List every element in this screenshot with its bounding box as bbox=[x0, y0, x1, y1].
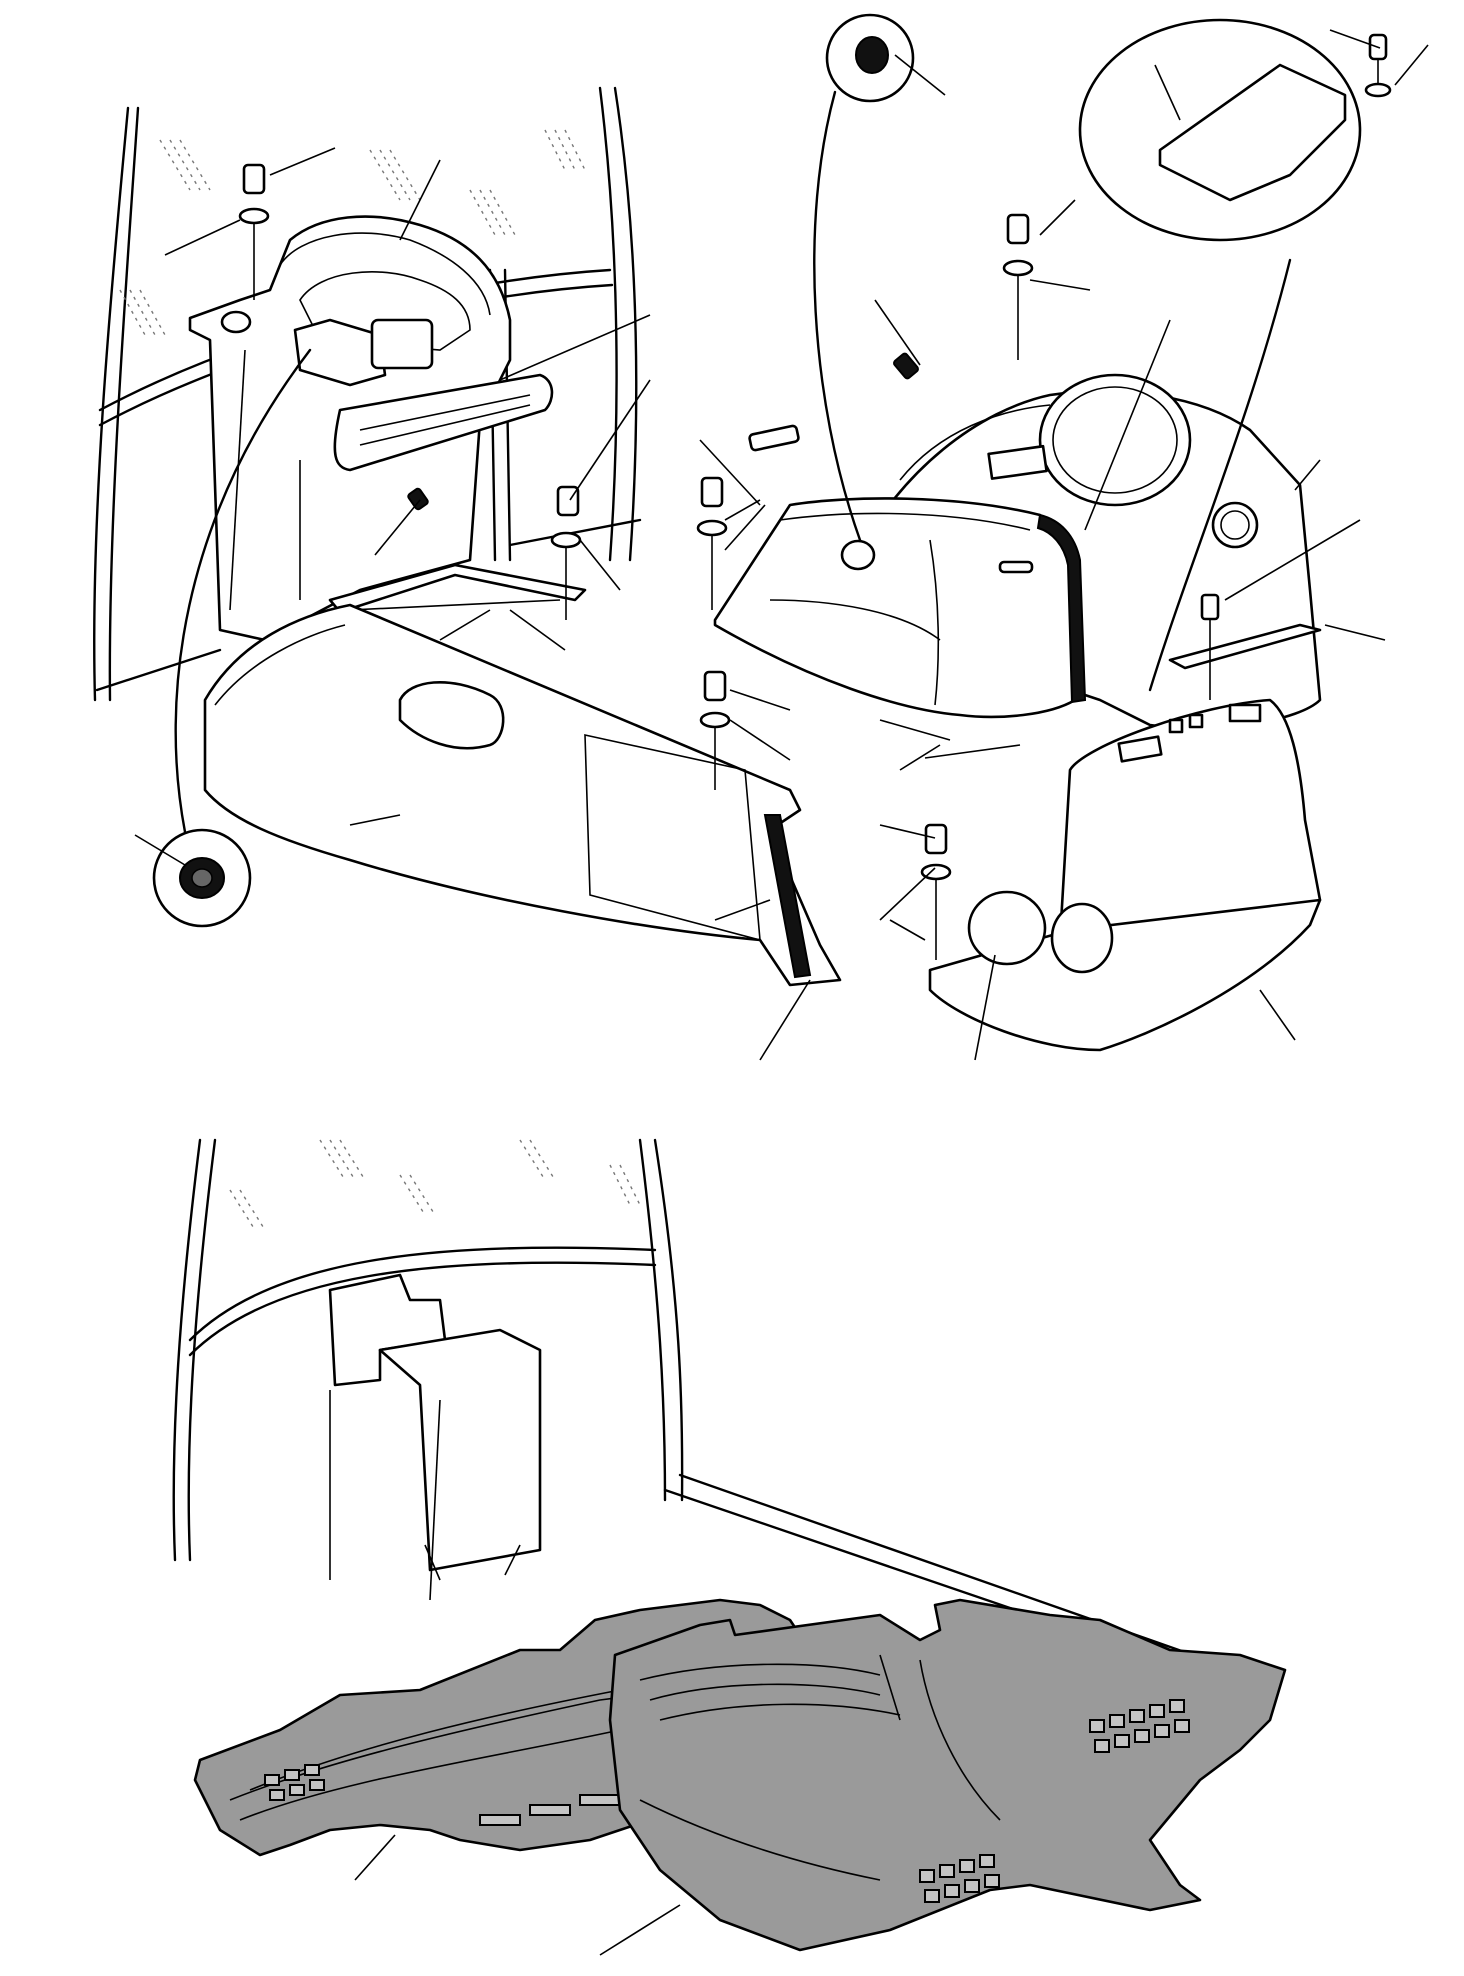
leader-lines-upper bbox=[134, 29, 1429, 1061]
left-console-cover-plate bbox=[333, 373, 554, 472]
indicator-window bbox=[987, 444, 1048, 480]
side-panel-recess bbox=[398, 680, 505, 750]
cover-plate-detail bbox=[1078, 18, 1392, 692]
glass-hatching-lower bbox=[229, 1139, 641, 1231]
top-grommet-detail bbox=[813, 13, 915, 542]
edge-seal-strip bbox=[763, 814, 812, 979]
screw-icon-3 bbox=[696, 476, 728, 610]
upper-view-cab-trim bbox=[93, 13, 1429, 1061]
screw-icon-7 bbox=[1200, 593, 1220, 700]
screw-icon-1 bbox=[238, 163, 270, 300]
screw-icon-4 bbox=[699, 670, 731, 790]
switch-console-top-plate bbox=[1168, 623, 1322, 670]
switch-console-hole bbox=[1050, 902, 1114, 974]
screw-icon-8 bbox=[748, 424, 800, 452]
lower-view-floor-mats bbox=[172, 1138, 1287, 1956]
cup-holder bbox=[220, 310, 252, 334]
screw-icon-5 bbox=[1002, 213, 1034, 360]
right-dashboard-console bbox=[853, 373, 1322, 730]
cover-plate-washer-icon bbox=[1364, 82, 1392, 98]
grommet-icon-top bbox=[855, 36, 889, 74]
screw-icon-9 bbox=[893, 352, 919, 380]
right-panel-round-port bbox=[1211, 501, 1259, 549]
screw-icon-2 bbox=[550, 485, 582, 620]
front-mat-grip-pattern bbox=[919, 1699, 1190, 1903]
screw-icon-6 bbox=[920, 823, 952, 960]
bucket-plug-hole bbox=[840, 539, 876, 571]
switch-cutout-3 bbox=[1188, 713, 1204, 729]
steering-column-opening bbox=[1038, 373, 1192, 507]
left-side-trim-panel bbox=[203, 603, 842, 987]
left-console-panel bbox=[188, 215, 554, 642]
left-console-bolt bbox=[407, 487, 429, 511]
leader-lines-lower bbox=[354, 1834, 681, 1956]
switch-console-cap bbox=[967, 890, 1047, 966]
switch-cutout-4 bbox=[1228, 703, 1262, 723]
bucket-slot bbox=[998, 560, 1034, 574]
left-grommet-detail bbox=[152, 348, 312, 928]
seat-base-structure bbox=[328, 1273, 542, 1601]
front-floor-mat bbox=[608, 1598, 1287, 1952]
right-inner-trim-bucket bbox=[713, 497, 1087, 719]
glass-hatching-upper bbox=[119, 129, 586, 336]
console-storage-slot bbox=[370, 318, 434, 370]
right-switch-console bbox=[928, 623, 1322, 1052]
fasteners-upper bbox=[238, 163, 1220, 960]
switch-cutout-2 bbox=[1168, 718, 1184, 734]
switch-cutout-1 bbox=[1117, 735, 1163, 763]
bucket-edge-seal bbox=[1036, 513, 1087, 704]
switch-console-base-flange bbox=[928, 898, 1322, 1052]
